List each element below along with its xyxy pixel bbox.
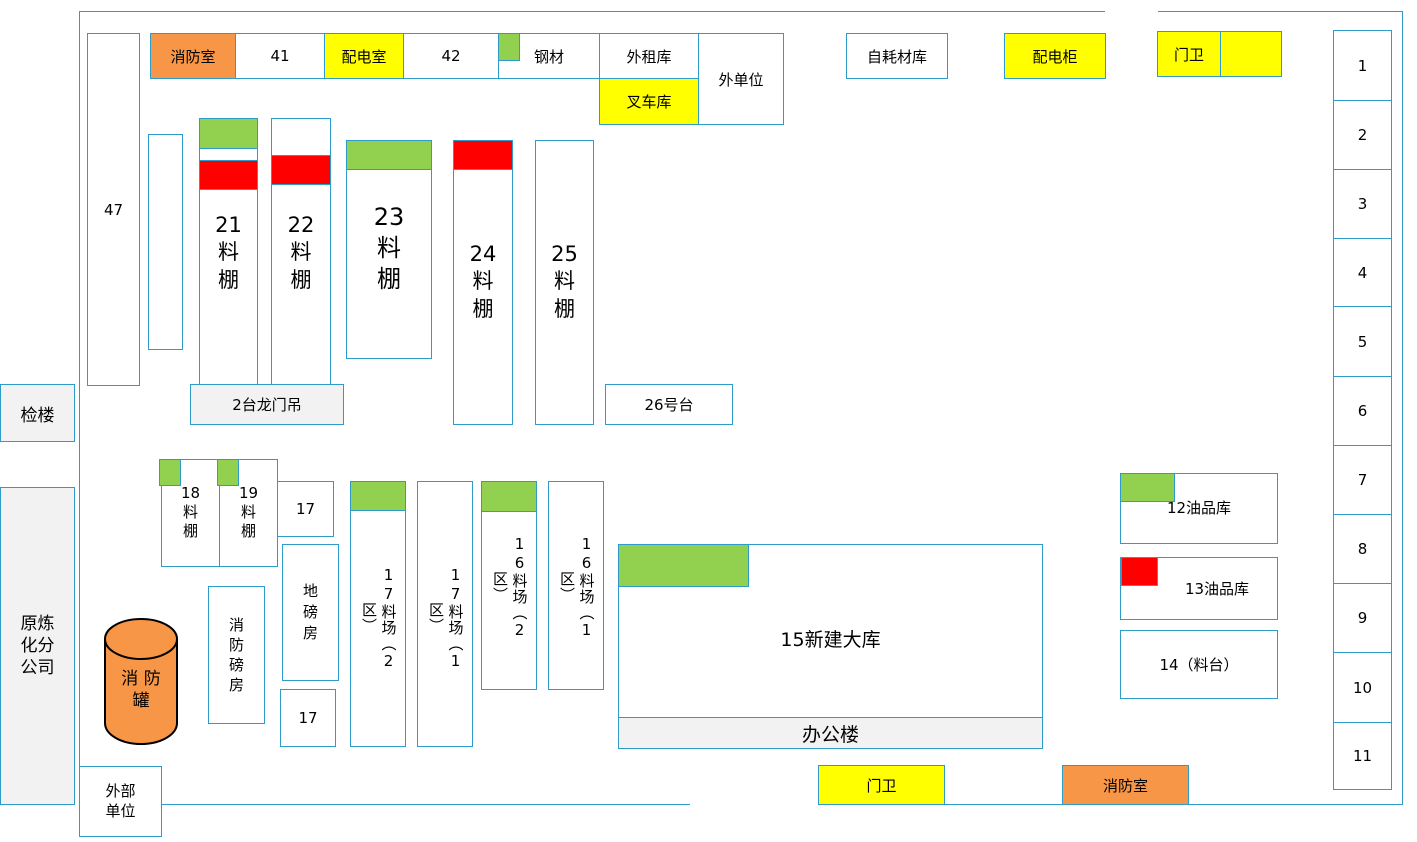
forklift-garage: 叉车库 bbox=[599, 78, 699, 125]
office-building: 办公楼 bbox=[618, 717, 1043, 749]
yard-17-zone-2 bbox=[350, 481, 406, 747]
shed-23-green-marker bbox=[346, 140, 432, 170]
shed-21-red-marker bbox=[199, 160, 258, 190]
yard-17-zone-1-label: 17料场（1区） bbox=[427, 565, 465, 671]
boundary-bottom-left bbox=[160, 804, 690, 805]
yard-16-zone-2-green-marker bbox=[481, 481, 537, 512]
steel-green-marker bbox=[498, 33, 520, 61]
building-17-lower: 17 bbox=[280, 689, 336, 747]
numbered-block-2: 2 bbox=[1333, 100, 1392, 170]
fire-room-bottom: 消防室 bbox=[1062, 765, 1189, 805]
numbered-block-1: 1 bbox=[1333, 30, 1392, 101]
fire-tank-label: 消 防 罐 bbox=[121, 669, 161, 712]
refinery-branch: 原炼 化分 公司 bbox=[0, 487, 75, 805]
shed-25 bbox=[535, 140, 594, 425]
shed-19-green-marker bbox=[217, 459, 239, 486]
yard-16-zone-1 bbox=[548, 481, 604, 690]
platform-26: 26号台 bbox=[605, 384, 733, 425]
yard-16-zone-2 bbox=[481, 481, 537, 690]
gate-guard-bottom: 门卫 bbox=[818, 765, 945, 805]
shed-21-label: 21 料 棚 bbox=[215, 213, 242, 292]
shed-19-label: 19 料 棚 bbox=[238, 484, 259, 540]
external-unit-bottom: 外部 单位 bbox=[79, 766, 162, 837]
oil-warehouse-13-red-marker bbox=[1121, 557, 1158, 586]
consumables-warehouse: 自耗材库 bbox=[846, 33, 948, 79]
numbered-block-4: 4 bbox=[1333, 238, 1392, 307]
building-14-platform: 14（料台） bbox=[1120, 630, 1278, 699]
numbered-block-9: 9 bbox=[1333, 583, 1392, 653]
gantry-cranes: 2台龙门吊 bbox=[190, 384, 344, 425]
boundary-right bbox=[1402, 11, 1403, 805]
shed-23 bbox=[346, 140, 432, 359]
building-17-upper: 17 bbox=[277, 481, 334, 537]
numbered-block-10: 10 bbox=[1333, 652, 1392, 723]
yard-17-zone-2-label: 17料场（2区） bbox=[360, 565, 398, 671]
fire-tank-top bbox=[104, 618, 178, 660]
numbered-block-6: 6 bbox=[1333, 376, 1392, 446]
oil-warehouse-12-green-marker bbox=[1120, 473, 1175, 502]
shed-18-label: 18 料 棚 bbox=[180, 484, 201, 540]
building-47: 47 bbox=[87, 33, 140, 386]
shed-24 bbox=[453, 140, 513, 425]
numbered-block-11: 11 bbox=[1333, 722, 1392, 790]
numbered-block-7: 7 bbox=[1333, 445, 1392, 515]
shed-18-green-marker bbox=[159, 459, 181, 486]
weighbridge-room: 地 磅 房 bbox=[282, 544, 339, 681]
boundary-top-right bbox=[1158, 11, 1403, 12]
shed-19 bbox=[219, 459, 278, 567]
numbered-block-5: 5 bbox=[1333, 306, 1392, 377]
numbered-block-3: 3 bbox=[1333, 169, 1392, 239]
building-42: 42 bbox=[403, 33, 499, 79]
unlabeled-strip bbox=[148, 134, 183, 350]
shed-24-label: 24 料 棚 bbox=[469, 242, 497, 321]
shed-21-green-marker bbox=[199, 118, 258, 149]
fire-weigh-room: 消 防 磅 房 bbox=[208, 586, 265, 724]
yard-17-zone-2-green-marker bbox=[350, 481, 406, 511]
gate-guard-top: 门卫 bbox=[1157, 31, 1221, 77]
shed-25-label: 25 料 棚 bbox=[551, 242, 578, 321]
warehouse-15-green-marker bbox=[618, 544, 749, 587]
fire-tank-body bbox=[104, 639, 178, 745]
power-room: 配电室 bbox=[324, 33, 404, 79]
external-unit-top: 外单位 bbox=[698, 33, 784, 125]
shed-24-red-marker bbox=[453, 140, 513, 170]
building-41: 41 bbox=[235, 33, 325, 79]
power-cabinet: 配电柜 bbox=[1004, 33, 1106, 79]
inspection-building: 检楼 bbox=[0, 384, 75, 442]
shed-23-label: 23 料 棚 bbox=[373, 203, 405, 294]
shed-22-label: 22 料 棚 bbox=[287, 213, 315, 292]
gate-guard-top-extension bbox=[1220, 31, 1282, 77]
numbered-block-8: 8 bbox=[1333, 514, 1392, 584]
fire-tank bbox=[104, 618, 178, 745]
yard-16-zone-1-label: 16料场（1区） bbox=[558, 534, 596, 640]
fire-room-top: 消防室 bbox=[150, 33, 236, 79]
yard-16-zone-2-label: 16料场（2区） bbox=[491, 534, 529, 640]
boundary-top-left bbox=[79, 11, 1105, 12]
yard-17-zone-1 bbox=[417, 481, 473, 747]
outsourced-warehouse: 外租库 bbox=[599, 33, 699, 79]
boundary-left bbox=[79, 11, 80, 768]
shed-22-red-marker bbox=[271, 155, 331, 185]
